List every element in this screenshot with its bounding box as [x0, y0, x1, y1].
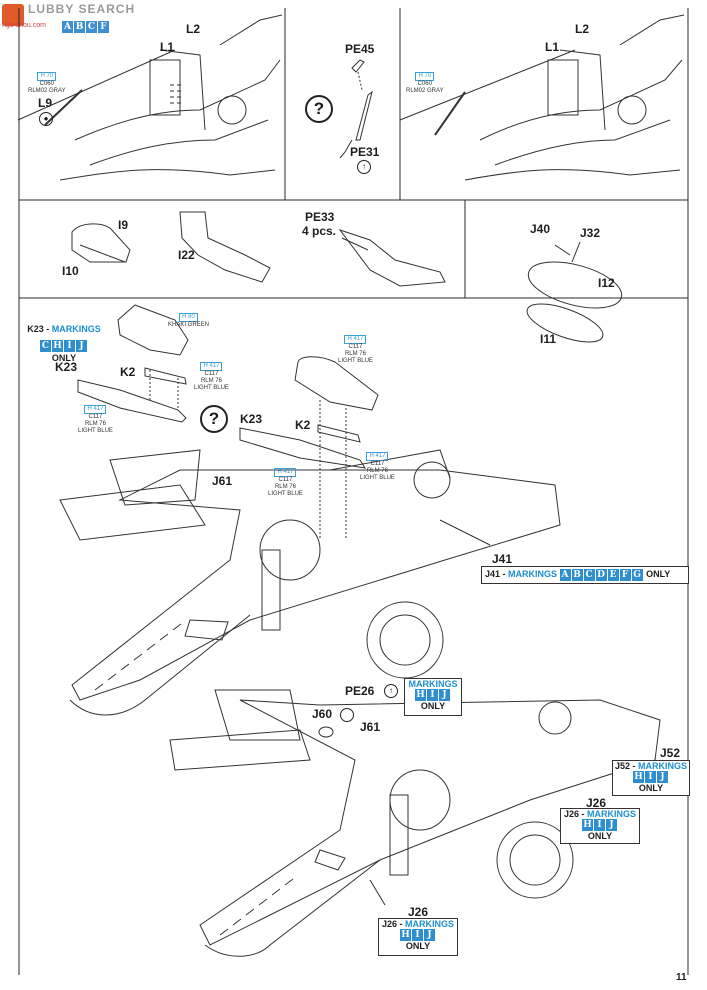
callout-j61-upper: J61 [212, 474, 233, 488]
pe26-note-label: MARKINGS [408, 679, 458, 689]
callout-pe31: PE31 [350, 145, 380, 159]
callout-j61-lower: J61 [360, 720, 381, 734]
marking-letter: F [619, 569, 631, 581]
j26-note-label: MARKINGS [405, 919, 455, 929]
j26-note-only: ONLY [587, 831, 613, 841]
pe26-note-only: ONLY [420, 701, 446, 711]
page-number: 11 [676, 972, 687, 983]
marking-letter: C [40, 340, 51, 352]
color-callout-rlm02: H 70 C060 RLM02 GRAY [28, 72, 66, 94]
color-callout-rlm76-c: H 417 C117 RLM 76 LIGHT BLUE [338, 335, 373, 364]
callout-j32: J32 [580, 226, 601, 240]
bend-icon: ↑ [357, 160, 371, 174]
marking-letter: J [424, 929, 435, 941]
marking-letter: H [633, 771, 644, 783]
color-callout-rlm76-e: H 417 C117 RLM 76 LIGHT BLUE [268, 468, 303, 497]
marking-letter: I [412, 929, 423, 941]
callout-l2: L2 [186, 22, 201, 36]
j26-note-part: J26 [563, 809, 580, 819]
callout-pe26: PE26 [345, 684, 375, 698]
color-callout-khaki: H 80 KHAKI GREEN [168, 313, 210, 328]
marking-letter: B [571, 569, 583, 581]
callout-k2-left: K2 [120, 365, 136, 379]
j52-note-only: ONLY [638, 783, 664, 793]
callout-j41: J41 [492, 552, 513, 566]
callout-i12: I12 [598, 276, 615, 290]
color-callout-rlm76-a: H 417 C117 RLM 76 LIGHT BLUE [194, 362, 229, 391]
callout-j40: J40 [530, 222, 551, 236]
callout-k2-right: K2 [295, 418, 311, 432]
marking-letter: H [415, 689, 426, 701]
callout-j60: J60 [312, 707, 333, 721]
j26-note-label: MARKINGS [587, 809, 637, 819]
marking-letter: I [645, 771, 656, 783]
k23-note-only: ONLY [51, 353, 77, 363]
marking-letter: J [439, 689, 450, 701]
marking-letter: J [657, 771, 668, 783]
marking-letter: E [607, 569, 619, 581]
j52-note-part: J52 [614, 761, 631, 771]
callout-j26-a: J26 [586, 796, 607, 810]
j26-note-only: ONLY [405, 941, 431, 951]
marking-letter: I [64, 340, 75, 352]
callout-i10: I10 [62, 264, 79, 278]
marking-letter: J [606, 819, 617, 831]
j26-note-part: J26 [381, 919, 398, 929]
callout-l1: L1 [160, 40, 175, 54]
j41-note-label: MARKINGS [508, 569, 558, 579]
k23-note-part: K23 [27, 324, 44, 334]
remove-icon: ● [39, 112, 53, 126]
callout-pe33: PE33 [305, 210, 335, 224]
callout-pe45: PE45 [345, 42, 375, 56]
marking-letter: H [400, 929, 411, 941]
pe33-quantity: 4 pcs. [302, 224, 337, 238]
callout-i9: I9 [118, 218, 129, 232]
color-callout-rlm76-b: H 417 C117 RLM 76 LIGHT BLUE [78, 405, 113, 434]
callout-l1-right: L1 [545, 40, 560, 54]
j52-note-label: MARKINGS [638, 761, 688, 771]
marking-letter: D [595, 569, 607, 581]
question-icon: ? [305, 95, 333, 123]
marking-letter: I [594, 819, 605, 831]
color-callout-rlm02-right: H 70 C060 RLM02 GRAY [406, 72, 444, 94]
marking-letter: I [427, 689, 438, 701]
watermark-brand: LUBBY SEARCH [28, 2, 136, 16]
callout-k23-left: K23 [55, 360, 78, 374]
marking-letter: C [583, 569, 595, 581]
marking-letter: G [631, 569, 643, 581]
marking-letter: H [582, 819, 593, 831]
callout-j52: J52 [660, 746, 681, 760]
callout-i11: I11 [540, 332, 557, 346]
callout-k23-right: K23 [240, 412, 263, 426]
marking-letter: A [559, 569, 571, 581]
marking-letter: H [52, 340, 63, 352]
bend-icon: ↑ [384, 684, 398, 698]
j41-note-only: ONLY [646, 569, 671, 579]
callout-l2-right: L2 [575, 22, 590, 36]
k23-note-label: MARKINGS [51, 324, 101, 334]
question-icon: ? [200, 405, 228, 433]
watermark-site: hgs-shou.com [2, 22, 46, 29]
marking-letter: J [76, 340, 87, 352]
callout-j26-b: J26 [408, 905, 429, 919]
ring-icon [340, 708, 354, 722]
callout-l9: L9 [38, 96, 53, 110]
color-callout-rlm76-d: H 417 C117 RLM 76 LIGHT BLUE [360, 452, 395, 481]
j41-note-part: J41 [485, 569, 501, 579]
callout-i22: I22 [178, 248, 195, 262]
